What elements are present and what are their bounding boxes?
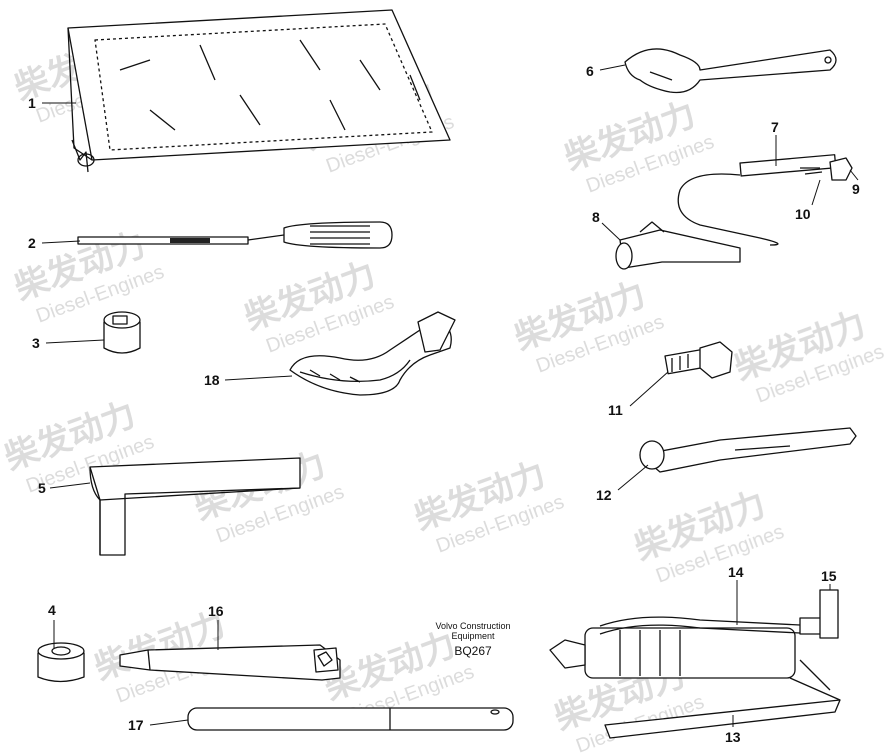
watermark: 柴发动力 Diesel-Engines: [510, 275, 667, 377]
callout-10: 10: [795, 206, 811, 222]
callout-11: 11: [608, 402, 623, 418]
socket-4-drawing: [37, 642, 85, 683]
callout-4: 4: [48, 602, 56, 618]
callout-1: 1: [28, 95, 36, 111]
callout-15: 15: [821, 568, 837, 584]
watermark: 柴发动力 Diesel-Engines: [560, 95, 717, 197]
screwdriver-drawing: [77, 221, 393, 249]
callout-9: 9: [852, 181, 860, 197]
callout-6: 6: [586, 63, 594, 79]
watermark: 柴发动力 Diesel-Engines: [410, 455, 567, 557]
callout-17: 17: [128, 717, 144, 733]
socket-3-drawing: [103, 311, 141, 354]
watermark: 柴发动力 Diesel-Engines: [630, 485, 787, 587]
drawing-code: BQ267: [454, 644, 492, 658]
callout-14: 14: [728, 564, 744, 580]
callout-3: 3: [32, 335, 40, 351]
watermark: 柴发动力 Diesel-Engines: [240, 255, 397, 357]
extension-drawing: [639, 427, 857, 473]
callout-numbers: 1 2 3 4 5 6 7 8 9 10 11 12 13 14 15 16 1…: [28, 63, 860, 745]
grease-gun-drawing: [549, 589, 841, 739]
callout-5: 5: [38, 480, 46, 496]
watermark: 柴发动力 Diesel-Engines: [190, 445, 347, 547]
grease-hose-drawing: [615, 154, 853, 270]
callout-16: 16: [208, 603, 224, 619]
callout-2: 2: [28, 235, 36, 251]
caption-line1: Volvo Construction: [435, 621, 510, 631]
callout-7: 7: [771, 119, 779, 135]
watermark: 柴发动力 Diesel-Engines: [730, 305, 887, 407]
leader-lines: [41, 64, 859, 727]
callout-13: 13: [725, 729, 741, 745]
tool-bag-drawing: [67, 9, 451, 173]
callout-8: 8: [592, 209, 600, 225]
callout-18: 18: [204, 372, 220, 388]
hex-key-drawing: [89, 457, 301, 556]
box-wrench-drawing: [119, 644, 341, 681]
callout-12: 12: [596, 487, 612, 503]
tommy-bar-drawing: [187, 707, 514, 731]
adjustable-wrench-drawing: [624, 48, 837, 94]
adapter-drawing: [664, 341, 733, 379]
caption-block: Volvo Construction Equipment BQ267: [435, 621, 510, 658]
caption-line2: Equipment: [451, 631, 495, 641]
strap-drawing: [289, 311, 456, 396]
